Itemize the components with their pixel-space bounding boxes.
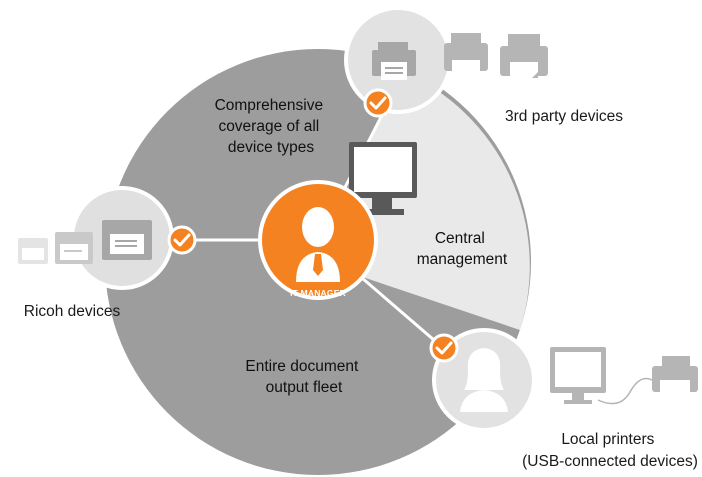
usb-cable <box>597 377 653 405</box>
check-icon <box>429 333 459 363</box>
it-manager-node: IT MANAGER <box>258 180 378 300</box>
monitor-icon <box>550 347 606 404</box>
ricoh-label: Ricoh devices <box>24 303 121 320</box>
printer-icon <box>102 220 152 260</box>
monitor-icon <box>349 142 417 215</box>
printer-icon <box>444 33 488 78</box>
local-printers-node <box>432 328 536 432</box>
it-manager-label: IT MANAGER <box>290 288 346 298</box>
local-printers-label: Local printers (USB-connected devices) <box>522 431 698 470</box>
check-icon <box>167 225 197 255</box>
printer-icon <box>55 232 93 264</box>
central-management-label: Central management <box>417 230 508 268</box>
coverage-label: Comprehensive coverage of all device typ… <box>215 97 328 156</box>
fleet-label: Entire document output fleet <box>245 358 362 396</box>
printer-icon <box>652 356 698 400</box>
printer-icon <box>18 238 48 264</box>
third-party-label: 3rd party devices <box>505 108 623 125</box>
printer-icon <box>500 34 548 82</box>
check-icon <box>363 88 393 118</box>
third-party-node <box>344 6 452 114</box>
woman-icon <box>460 348 508 412</box>
person-icon <box>296 207 340 282</box>
printer-icon <box>372 42 416 80</box>
